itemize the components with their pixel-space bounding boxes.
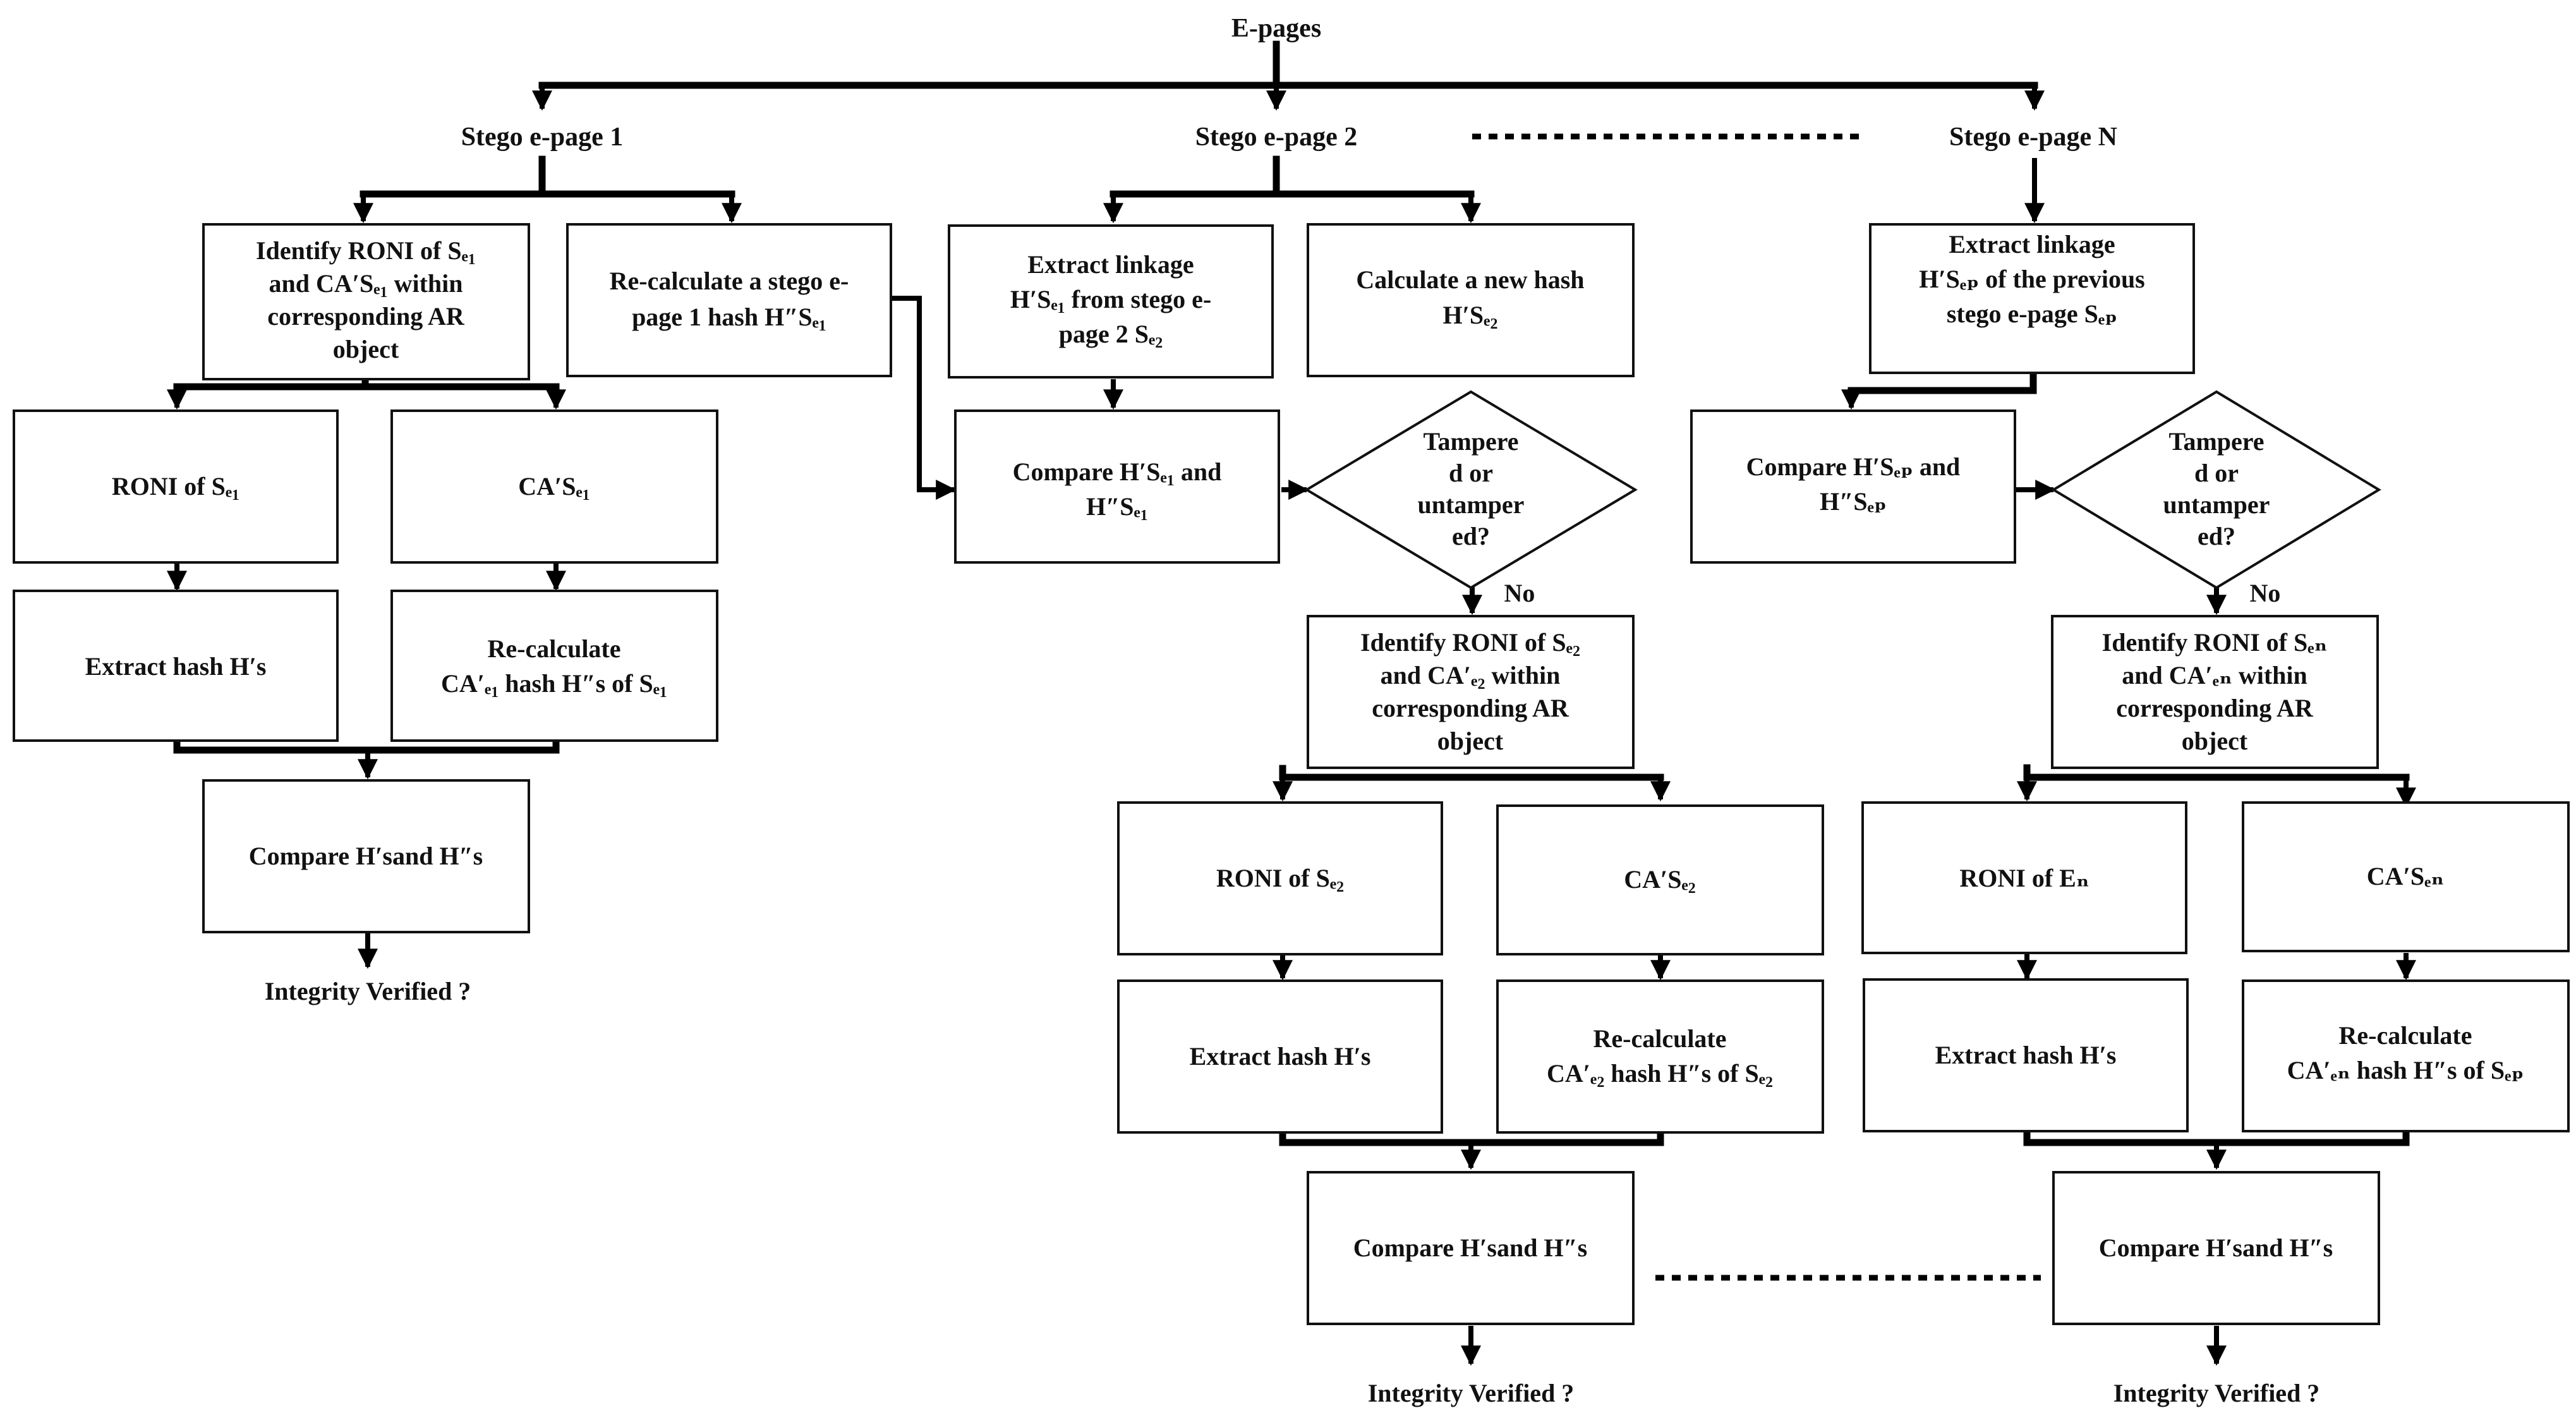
c2-compare-linkage-box — [954, 409, 1280, 564]
c2-compare-text: Compare H′sand H″s — [1353, 1234, 1587, 1262]
c2-roni-text: RONI of Sₑ₂ — [1216, 864, 1344, 892]
root-title: E-pages — [1231, 14, 1321, 43]
cn-decision-line-4: ed? — [2198, 522, 2235, 550]
c2-identify-line-2: and CA′ₑ₂ within — [1381, 661, 1561, 689]
c2-compare-box — [1307, 1171, 1635, 1325]
c1-identify-line-4: object — [333, 335, 399, 363]
cn-extract-linkage-line-3: stego e-page Sₑₚ — [1947, 300, 2117, 328]
c2-decision-line-3: untamper — [1418, 490, 1525, 519]
c2-extract-linkage-line-2: H′Sₑ₁ from stego e- — [1010, 285, 1211, 313]
cn-extract-linkage-box — [1869, 223, 2195, 374]
cn-decision-no: No — [2250, 579, 2281, 607]
c2-compare-linkage-line-2: H″Sₑ₁ — [1086, 492, 1148, 521]
c2-new-hash-line-2: H′Sₑ₂ — [1443, 301, 1498, 329]
c1-result: Integrity Verified ? — [265, 977, 471, 1005]
c2-compare-linkage-line-1: Compare H′Sₑ₁ and — [1013, 458, 1222, 486]
cn-extract-linkage-line-2: H′Sₑₚ of the previous — [1919, 265, 2145, 293]
cn-ca-text: CA′Sₑₙ — [2367, 862, 2444, 890]
cn-identify-line-4: object — [2182, 727, 2248, 755]
cn-extract-linkage-line-1: Extract linkage — [1949, 230, 2115, 258]
cn-recalc-ca-box — [2242, 979, 2570, 1132]
column-2-title: Stego e-page 2 — [1195, 123, 1358, 152]
c1-roni-box — [13, 409, 339, 564]
cn-identify-box — [2051, 615, 2379, 769]
cn-identify-line-3: corresponding AR — [2116, 694, 2314, 722]
c1-recalc-stego-line-2: page 1 hash H″Sₑ₁ — [632, 303, 826, 331]
cn-compare-text: Compare H′sand H″s — [2099, 1234, 2333, 1262]
c1-compare-text: Compare H′sand H″s — [249, 842, 483, 870]
c2-extract-linkage-line-3: page 2 Sₑ₂ — [1059, 320, 1163, 348]
c1-extract-hash-box — [13, 590, 339, 742]
c2-result: Integrity Verified ? — [1368, 1379, 1575, 1407]
c1-identify-line-2: and CA′Sₑ₁ within — [269, 269, 463, 298]
c2-extract-linkage-line-1: Extract linkage — [1027, 250, 1194, 279]
c1-compare-box — [202, 779, 530, 933]
c2-decision-line-4: ed? — [1452, 522, 1490, 550]
cn-identify-line-1: Identify RONI of Sₑₙ — [2102, 628, 2328, 657]
c1-identify-line-3: corresponding AR — [267, 302, 465, 330]
connectors — [167, 40, 2416, 1366]
cn-decision-line-3: untamper — [2163, 490, 2270, 519]
c1-ca-box — [390, 409, 718, 564]
c1-recalc-ca-line-1: Re-calculate — [487, 634, 620, 663]
c2-decision-no: No — [1504, 579, 1535, 607]
c2-decision-line-1: Tampere — [1423, 427, 1518, 456]
cn-identify-line-2: and CA′ₑₙ within — [2122, 661, 2307, 689]
cn-compare-linkage-line-2: H″Sₑₚ — [1820, 487, 1887, 516]
c1-identify-line-1: Identify RONI of Sₑ₁ — [256, 236, 476, 265]
cn-recalc-ca-line-1: Re-calculate — [2338, 1021, 2472, 1050]
c2-decision-diamond — [1304, 390, 1638, 590]
c2-extract-hash-box — [1117, 979, 1443, 1134]
cn-decision-line-2: d or — [2194, 459, 2239, 487]
column-2: Extract linkage H′Sₑ₁ from stego e- page… — [948, 223, 1824, 1407]
c1-to-c2-link — [892, 296, 957, 500]
c2-identify-box — [1307, 615, 1635, 769]
c2-identify-line-4: object — [1437, 727, 1504, 755]
cn-extract-hash-text: Extract hash H′s — [1935, 1041, 2117, 1069]
cn-recalc-ca-line-2: CA′ₑₙ hash H″s of Sₑₚ — [2287, 1056, 2524, 1084]
cn-extract-hash-box — [1863, 978, 2189, 1132]
c2-new-hash-box — [1307, 223, 1635, 377]
c1-recalc-ca-box — [390, 590, 718, 742]
c1-extract-hash-text: Extract hash H′s — [85, 652, 267, 681]
column-n: Extract linkage H′Sₑₚ of the previous st… — [1690, 223, 2570, 1407]
cn-ca-box — [2242, 801, 2570, 952]
column-1-title: Stego e-page 1 — [461, 123, 624, 152]
c2-recalc-ca-line-2: CA′ₑ₂ hash H″s of Sₑ₂ — [1547, 1059, 1773, 1088]
c1-roni-text: RONI of Sₑ₁ — [112, 472, 239, 500]
cn-compare-linkage-box — [1690, 409, 2016, 564]
cn-decision-diamond — [2051, 390, 2381, 590]
cn-decision-line-1: Tampere — [2168, 427, 2264, 456]
c2-identify-line-3: corresponding AR — [1372, 694, 1569, 722]
c1-identify-box — [202, 223, 530, 380]
cn-result: Integrity Verified ? — [2113, 1379, 2320, 1407]
cn-compare-box — [2052, 1171, 2380, 1325]
c2-extract-hash-text: Extract hash H′s — [1190, 1042, 1371, 1070]
column-n-title: Stego e-page N — [1949, 123, 2117, 152]
c1-recalc-stego-box — [566, 223, 892, 377]
cn-compare-linkage-line-1: Compare H′Sₑₚ and — [1746, 452, 1961, 481]
c2-ca-text: CA′Sₑ₂ — [1624, 865, 1696, 894]
c1-ca-text: CA′Sₑ₁ — [518, 472, 590, 500]
c1-recalc-stego-line-1: Re-calculate a stego e- — [610, 267, 849, 295]
c2-roni-box — [1117, 801, 1443, 955]
cn-roni-text: RONI of Eₙ — [1959, 864, 2089, 892]
c2-decision-line-2: d or — [1449, 459, 1493, 487]
c2-new-hash-line-1: Calculate a new hash — [1356, 265, 1584, 294]
c2-identify-line-1: Identify RONI of Sₑ₂ — [1360, 628, 1580, 657]
c2-recalc-ca-box — [1496, 979, 1824, 1134]
c1-recalc-ca-line-2: CA′ₑ₁ hash H″s of Sₑ₁ — [441, 669, 667, 698]
column-1: Identify RONI of Sₑ₁ and CA′Sₑ₁ within c… — [13, 223, 892, 1005]
c2-recalc-ca-line-1: Re-calculate — [1593, 1024, 1726, 1053]
c2-ca-box — [1496, 804, 1824, 955]
c2-extract-linkage-box — [948, 224, 1274, 379]
cn-roni-box — [1861, 801, 2187, 954]
